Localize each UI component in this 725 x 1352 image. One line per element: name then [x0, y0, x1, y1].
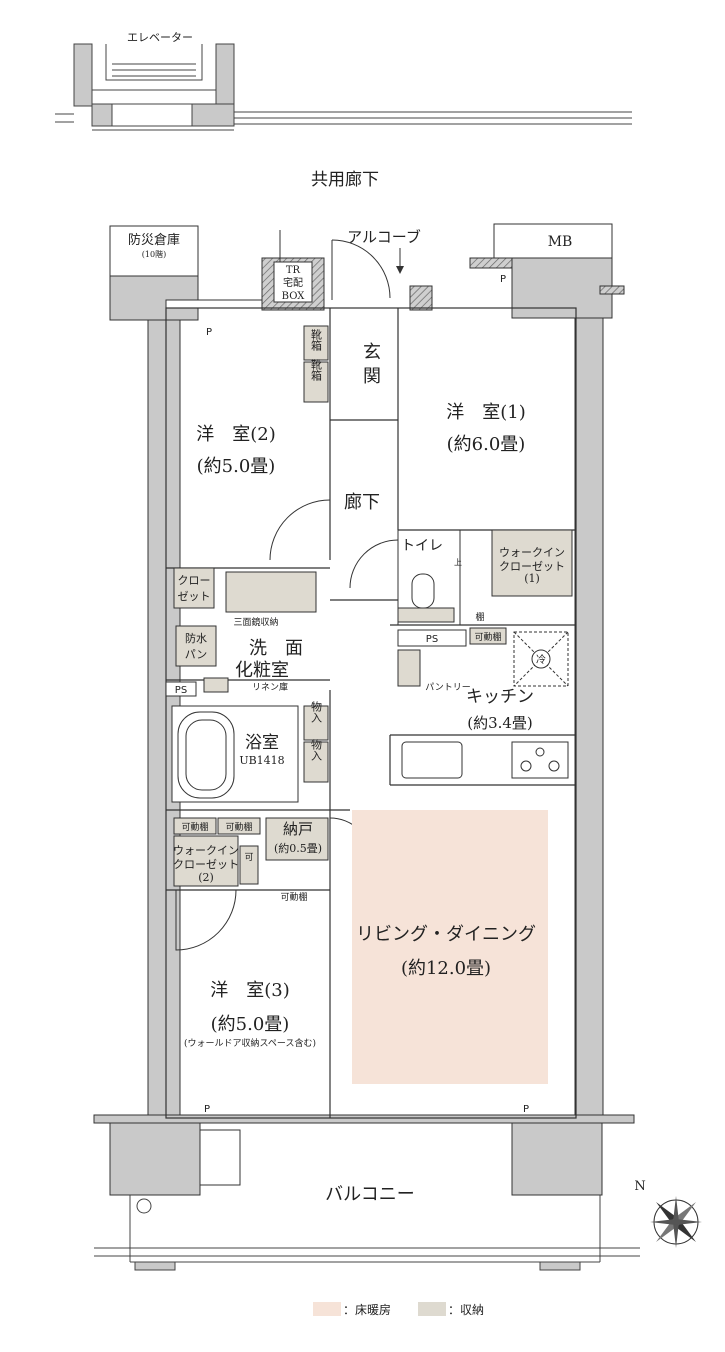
toilet-upper-shelf: 上	[454, 558, 463, 566]
legend-floor-heating-label: ：床暖房	[343, 1302, 391, 1317]
wic2-movable-shelf-2: 可動棚	[225, 821, 252, 833]
closet	[173, 567, 215, 609]
hallway-label: 廊下	[344, 492, 380, 513]
entrance-door	[279, 230, 391, 300]
p-label-4: P	[523, 1104, 529, 1115]
building-walls	[93, 257, 635, 1196]
shoe-box-1	[303, 325, 329, 361]
wic2-line3: (2)	[198, 871, 214, 884]
tr-box-line2: 宅配	[283, 276, 303, 289]
disaster-storage-floor: (10階)	[142, 249, 166, 259]
room3-door	[175, 889, 237, 951]
compass-north: N	[634, 1179, 645, 1194]
legend-floor-heating-swatch	[313, 1302, 341, 1316]
ps-label-washroom: PS	[175, 685, 187, 696]
room2-name: 洋 室(2)	[196, 424, 276, 445]
tr-box-line3: BOX	[282, 291, 306, 302]
wic1-line2: クローゼット	[499, 560, 565, 573]
room1-size: (約6.0畳)	[447, 434, 526, 455]
shoe-box-2	[303, 361, 329, 403]
tr-box	[273, 261, 313, 303]
linen-label: リネン庫	[252, 681, 288, 693]
balcony	[94, 1195, 640, 1271]
wic2-line1: ウォークイン	[173, 844, 239, 857]
washroom-line2: 化粧室	[235, 660, 289, 681]
compass-icon	[650, 1196, 702, 1248]
kitchen-size: (約3.4畳)	[467, 714, 533, 732]
bath-name: 浴室	[245, 733, 279, 753]
nando	[265, 817, 329, 861]
fridge-label: 冷	[536, 653, 546, 666]
wic2-vertical-shelf: 可	[244, 852, 253, 863]
interior-walls	[165, 307, 577, 1119]
washroom-line1: 洗 面	[249, 638, 303, 659]
closet-line2: ゼット	[178, 590, 211, 603]
wic2-line2: クローゼット	[173, 858, 239, 871]
mb-box	[493, 223, 613, 259]
room3-size: (約5.0畳)	[211, 1014, 290, 1035]
storage-1	[303, 705, 329, 741]
kitchen-movable-shelf: 可動棚	[474, 631, 501, 643]
toilet-door	[349, 539, 399, 589]
living-floor-heating	[352, 810, 548, 1084]
room3-name: 洋 室(3)	[210, 980, 290, 1001]
wic1-line3: (1)	[524, 572, 540, 585]
shoe-box-label-2: 靴箱	[310, 358, 323, 382]
storage-label-1: 物入	[310, 700, 323, 723]
legend-storage-swatch	[418, 1302, 446, 1316]
bath-unit: UB1418	[239, 754, 284, 767]
toilet-room	[397, 529, 461, 626]
nando-size: (約0.5畳)	[274, 841, 322, 855]
wic2-movable-shelf-1: 可動棚	[181, 821, 208, 833]
shoe-box-label-1: 靴箱	[310, 328, 323, 352]
storage-2	[303, 741, 329, 783]
p-label-2: P	[500, 274, 506, 285]
kitchen-name: キッチン	[466, 687, 534, 707]
waterproof-pan	[175, 625, 217, 667]
ps-label-kitchen: PS	[426, 634, 438, 645]
living-name: リビング・ダイニング	[356, 924, 536, 945]
sink	[401, 741, 463, 779]
mb-label: MB	[548, 234, 573, 250]
waterproof-pan-line2: パン	[185, 648, 208, 661]
wic2	[173, 835, 239, 887]
room2-door	[269, 499, 331, 561]
elevator-area	[55, 43, 632, 131]
room1-name: 洋 室(1)	[446, 402, 526, 423]
wic1-line1: ウォークイン	[499, 546, 565, 559]
elevator-label: エレベーター	[127, 31, 193, 44]
balcony-label: バルコニー	[325, 1184, 415, 1205]
mirror-storage-label: 三面鏡収納	[233, 616, 278, 628]
legend-storage-label: ：収納	[448, 1303, 484, 1317]
closet-line1: クロー	[178, 574, 211, 587]
disaster-storage-label: 防災倉庫	[128, 232, 180, 248]
wic1-shelf: 棚	[475, 611, 484, 623]
disaster-storage-box	[109, 225, 199, 277]
common-corridor-label: 共用廊下	[311, 170, 379, 190]
waterproof-pan-line1: 防水	[185, 631, 207, 645]
tr-box-line1: TR	[286, 265, 301, 276]
room3-note: (ウォールドア収納スペース含む)	[184, 1037, 316, 1049]
pantry	[397, 649, 421, 687]
entrance-label-2: 関	[363, 366, 381, 387]
room2-size: (約5.0畳)	[197, 456, 276, 477]
entrance-label-1: 玄	[363, 342, 381, 363]
living-size: (約12.0畳)	[401, 958, 491, 979]
alcove-label: アルコーブ	[347, 228, 421, 246]
toilet-label: トイレ	[401, 538, 443, 554]
storage-label-2: 物入	[310, 738, 323, 761]
wic1	[491, 529, 573, 597]
p-label-1: P	[206, 327, 212, 338]
nando-name: 納戸	[283, 820, 313, 838]
p-label-3: P	[204, 1104, 210, 1115]
nando-movable-shelf: 可動棚	[280, 891, 307, 903]
stove	[511, 741, 569, 779]
pantry-label: パントリー	[425, 682, 470, 693]
